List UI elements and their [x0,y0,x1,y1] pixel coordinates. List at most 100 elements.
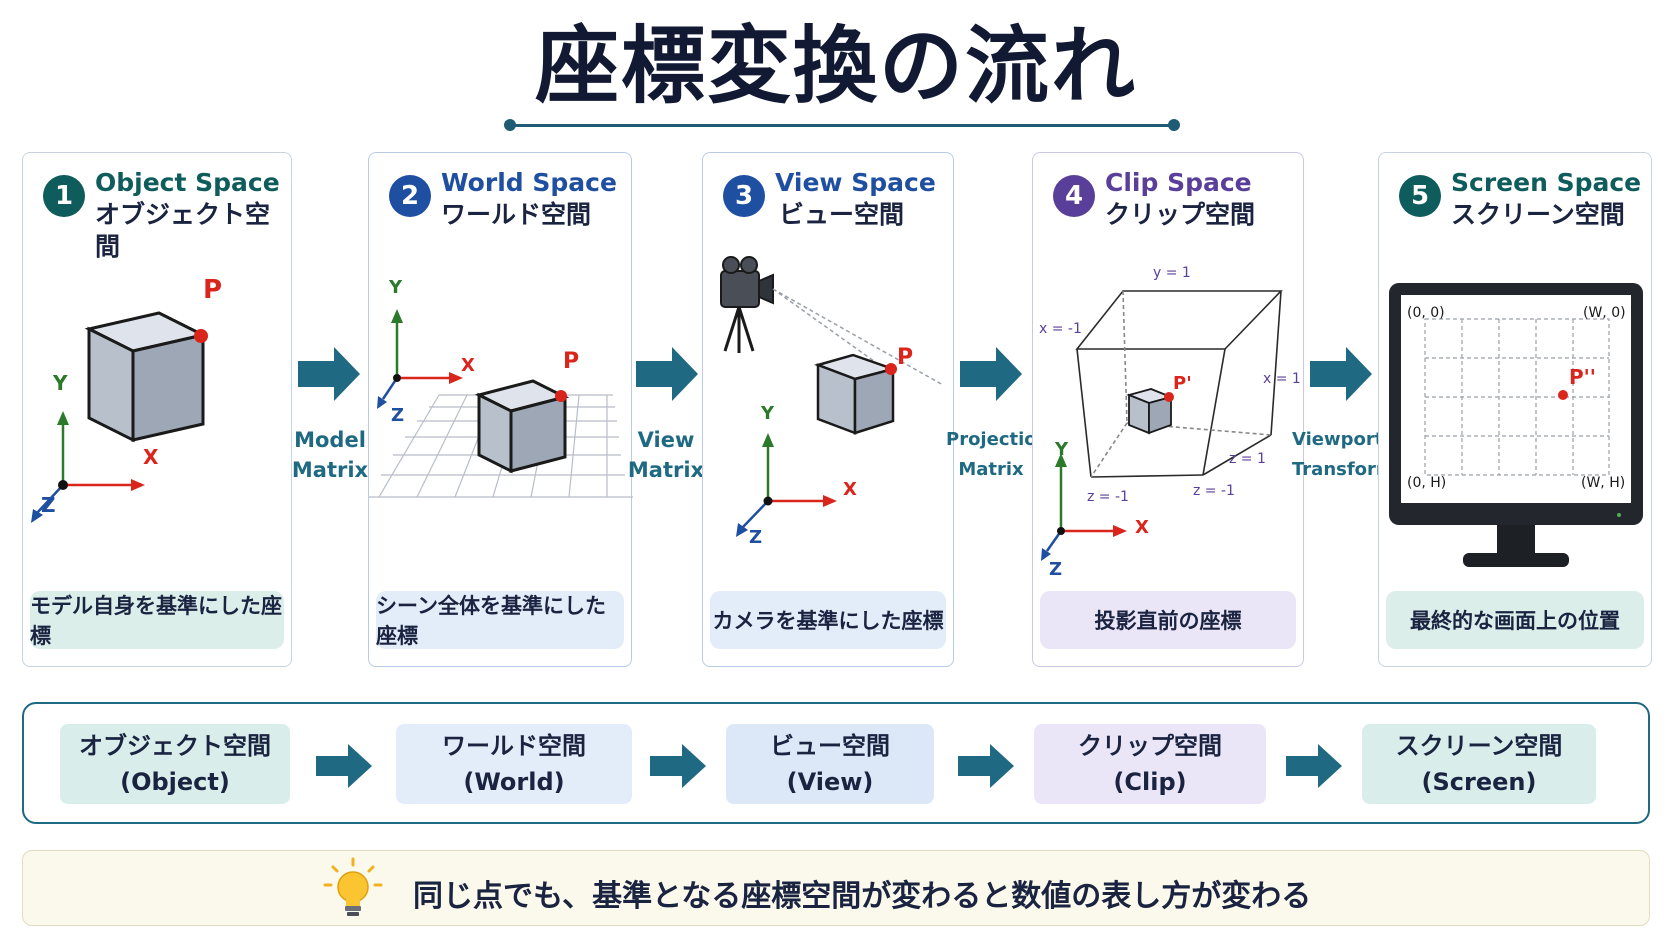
panel-caption: 投影直前の座標 [1040,591,1296,649]
transform-line2: Matrix [627,458,705,482]
axis-x-label: X [843,479,857,500]
point-p-marker [194,329,208,343]
summary-item-screen: スクリーン空間 (Screen) [1362,724,1596,804]
point-label: P [563,349,580,374]
clip-label-z1: z = 1 [1229,451,1266,467]
transform-line1: View [637,428,695,452]
transform-line1: Projection [946,429,1050,450]
arrow-right-icon [316,744,372,788]
panel-title-en: View Space [775,168,936,197]
panel-header: 1 Object Space オブジェクト空間 [43,167,291,263]
panel-header: 3 View Space ビュー空間 [723,167,936,231]
point-p-marker [1164,392,1174,402]
transform-label-viewport: Viewport Transform [1292,425,1395,485]
transform-label-projection: Projection Matrix [946,425,1050,485]
arrow-right-icon [1310,347,1372,401]
arrow-right-icon [298,347,360,401]
panel-title-en: Clip Space [1105,168,1252,197]
transform-line2: Transform [1292,459,1395,480]
clip-label-xm1: x = -1 [1039,321,1082,337]
axis-y-label: Y [1055,439,1069,460]
axis-y-label: Y [761,403,775,424]
step-number-badge: 3 [723,175,765,217]
panel-screen-space: 5 Screen Space スクリーン空間 (0, 0) (W, 0) (0,… [1378,152,1652,667]
step-number-badge: 4 [1053,175,1095,217]
arrow-right-icon [1286,744,1342,788]
summary-jp: ワールド空間 [442,732,586,760]
summary-flow: オブジェクト空間 (Object) ワールド空間 (World) ビュー空間 (… [22,702,1650,824]
panel-caption: シーン全体を基準にした座標 [376,591,624,649]
lightbulb-icon [323,857,383,916]
arrow-right-icon [960,347,1022,401]
panel-title-jp: ワールド空間 [441,200,592,229]
panel-title-jp: オブジェクト空間 [95,200,271,261]
transform-label-view: View Matrix [622,425,710,485]
screen-label-top-right: (W, 0) [1583,305,1626,321]
summary-item-object: オブジェクト空間 (Object) [60,724,290,804]
title-dot-left [504,119,516,131]
axis-z-label: Z [41,493,56,517]
summary-jp: オブジェクト空間 [79,732,271,760]
screen-label-bottom-left: (0, H) [1407,475,1447,491]
summary-jp: ビュー空間 [770,732,890,760]
step-number-badge: 1 [43,175,85,217]
panel-title-en: Object Space [95,168,280,197]
arrow-right-icon [958,744,1014,788]
transform-line2: Matrix [291,458,369,482]
panel-caption: カメラを基準にした座標 [710,591,946,649]
world-space-illustration [369,309,633,498]
panel-header: 2 World Space ワールド空間 [389,167,617,231]
axis-z-label: Z [749,527,763,548]
panel-header: 4 Clip Space クリップ空間 [1053,167,1255,231]
panel-title-jp: クリップ空間 [1105,200,1256,229]
point-label: P [897,345,914,370]
clip-label-zm1-a: z = -1 [1087,489,1129,505]
panel-header: 5 Screen Space スクリーン空間 [1399,167,1641,231]
clip-label-zm1-b: z = -1 [1193,483,1235,499]
object-space-illustration [31,311,208,523]
camera-icon [720,256,774,353]
summary-en: (Object) [120,768,230,796]
axis-x-label: X [1135,517,1149,538]
clip-label-x1: x = 1 [1263,371,1301,387]
panel-title-en: Screen Space [1451,168,1642,197]
panel-object-space: 1 Object Space オブジェクト空間 P Y X Z モデル自身を基準… [22,152,292,667]
axis-z-label: Z [1049,559,1063,580]
title-dot-right [1168,119,1180,131]
clip-space-illustration [1041,290,1283,561]
note-text: 同じ点でも、基準となる座標空間が変わると数値の表し方が変わる [413,879,1312,914]
note-box: 同じ点でも、基準となる座標空間が変わると数値の表し方が変わる [22,850,1650,926]
panel-caption: 最終的な画面上の位置 [1386,591,1644,649]
arrow-right-icon [636,347,698,401]
screen-label-top-left: (0, 0) [1407,305,1445,321]
title-underline [510,124,1174,127]
monitor-icon [1389,283,1643,567]
summary-en: (Clip) [1113,768,1187,796]
summary-en: (View) [786,768,874,796]
transform-line1: Viewport [1292,429,1384,450]
transform-label-model: Model Matrix [282,425,378,485]
point-p-marker [885,363,897,375]
axis-y-label: Y [53,371,68,395]
point-label: P' [1173,373,1192,394]
step-number-badge: 2 [389,175,431,217]
clip-label-y1: y = 1 [1153,265,1191,281]
panel-title-jp: ビュー空間 [779,200,905,229]
view-space-illustration [720,256,944,537]
step-number-badge: 5 [1399,175,1441,217]
point-p-marker [1558,390,1568,400]
axis-x-label: X [461,355,475,376]
summary-en: (Screen) [1421,768,1537,796]
transform-line1: Model [294,428,366,452]
panel-title-en: World Space [441,168,617,197]
point-label: P [203,275,223,305]
point-p-marker [555,390,567,402]
axis-z-label: Z [391,405,405,426]
panel-world-space: 2 World Space ワールド空間 P Y X Z シーン全体を基準にした… [368,152,633,667]
panel-title-jp: スクリーン空間 [1451,200,1625,229]
axis-x-label: X [143,445,159,469]
summary-en: (World) [463,768,565,796]
summary-item-world: ワールド空間 (World) [396,724,632,804]
summary-item-view: ビュー空間 (View) [726,724,934,804]
panel-caption: モデル自身を基準にした座標 [30,591,284,649]
